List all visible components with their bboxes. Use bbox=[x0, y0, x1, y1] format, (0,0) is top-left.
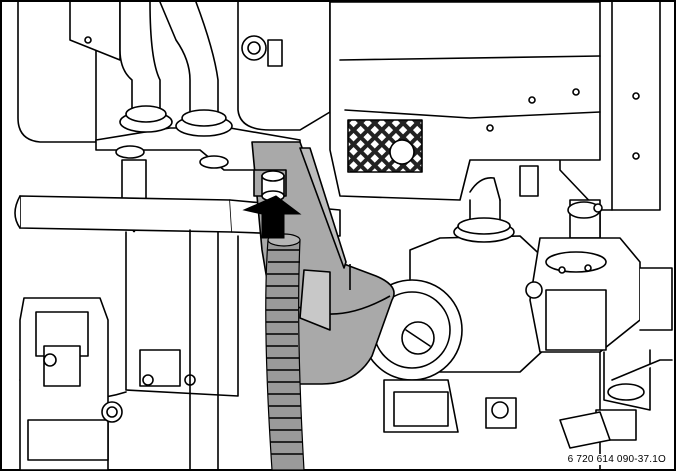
gas-valve bbox=[525, 199, 651, 449]
sensor-unit bbox=[237, 1, 331, 131]
hose-nozzle bbox=[261, 170, 285, 202]
crossbar-pipe bbox=[19, 195, 233, 233]
drain-hose bbox=[265, 233, 305, 471]
up-arrow-icon bbox=[242, 195, 302, 239]
frame-pipe-left bbox=[189, 229, 219, 471]
figure-reference-number: 6 720 614 090-37.1O bbox=[565, 454, 668, 465]
outlet-pipe bbox=[469, 176, 501, 201]
